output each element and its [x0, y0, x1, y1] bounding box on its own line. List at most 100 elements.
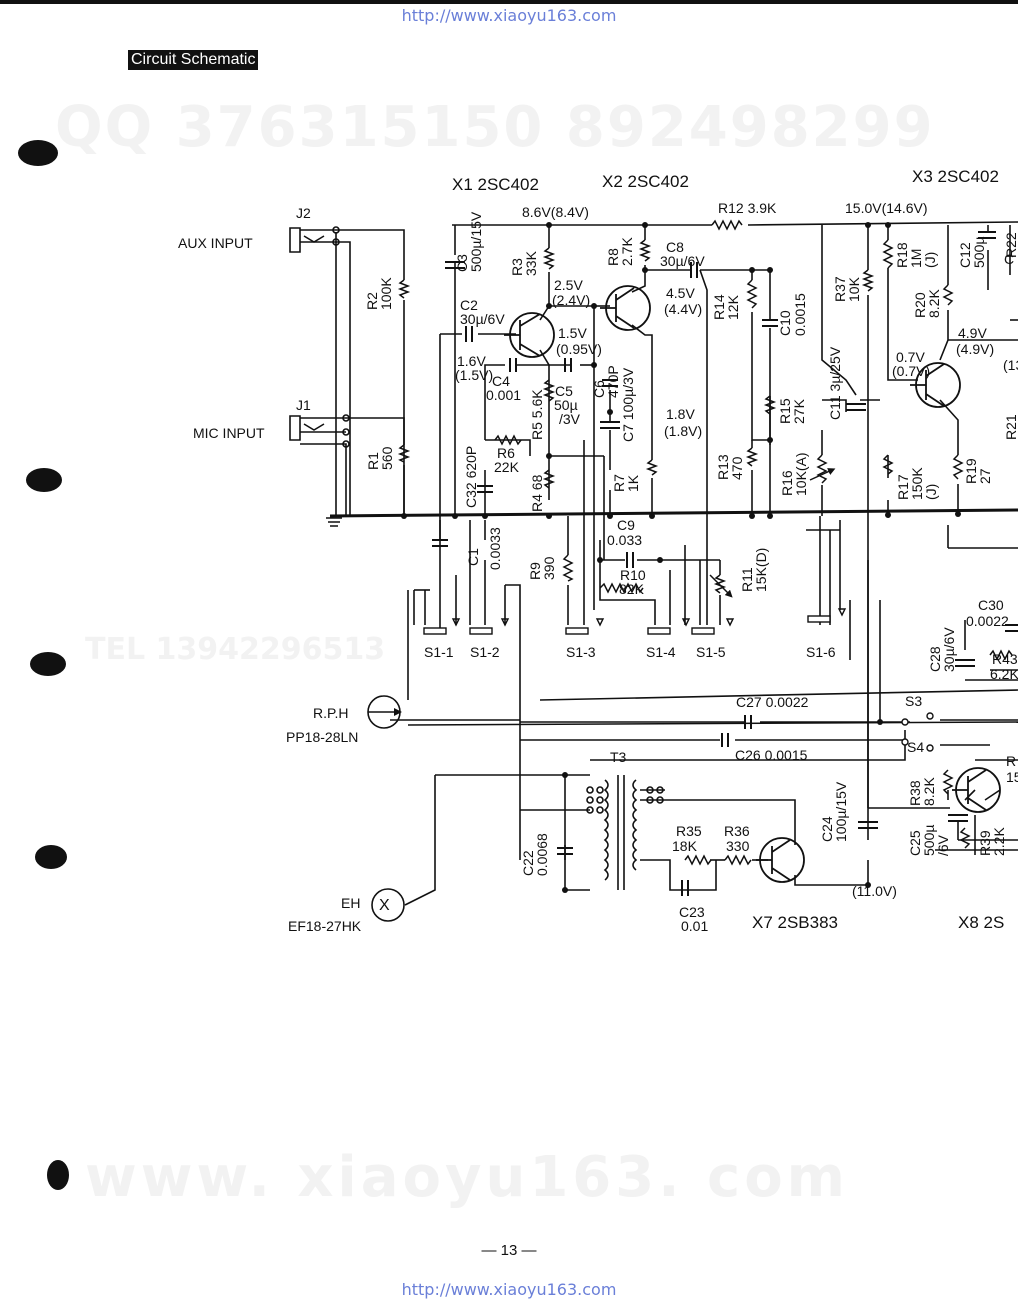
capacitor-c3	[445, 261, 465, 269]
jacks	[289, 226, 350, 527]
j2-label: J2	[296, 205, 311, 221]
v-x2-c2: (4.4V)	[664, 301, 702, 317]
label-r1: R1	[365, 452, 381, 470]
eh-label: EH	[341, 895, 360, 911]
label-r1-value: 560	[379, 446, 395, 470]
label-r13-value: 470	[729, 456, 745, 480]
transformer-t3	[586, 775, 664, 890]
resistor-r11	[713, 574, 727, 594]
label-c2: C2	[460, 297, 478, 313]
label-r10-value: 82K	[619, 581, 645, 597]
rail-voltage-2: 15.0V(14.6V)	[845, 200, 928, 216]
label-c9-value: 0.033	[607, 532, 642, 548]
binder-hole	[30, 652, 66, 676]
v-x1-c: 2.5V	[554, 277, 583, 293]
label-c12: C12	[957, 242, 973, 268]
label-r9: R9	[527, 562, 543, 580]
label-r19-value: 27	[977, 468, 993, 484]
heads	[367, 695, 405, 922]
label-r39-value: 2.2K	[991, 827, 1007, 856]
resistor-r3	[542, 247, 556, 270]
label-r3: R3	[509, 258, 525, 276]
label-r11: R11	[739, 567, 755, 592]
resistor-r35	[684, 854, 712, 866]
label-c28: C28	[927, 646, 943, 672]
label-c8: C8	[666, 239, 684, 255]
label-c11: C11 3µ/25V	[827, 346, 843, 420]
switch-bank	[423, 608, 934, 752]
label-r16-value: 10K(A)	[793, 452, 809, 496]
label-r7-value: 1K	[625, 474, 641, 492]
erase-head-icon	[371, 888, 405, 922]
transistors	[504, 285, 1001, 883]
label-r14: R14	[711, 294, 727, 320]
label-c3: C3	[454, 254, 470, 272]
binder-hole	[35, 845, 67, 869]
resistor-r2	[397, 279, 411, 299]
label-r2: R2	[364, 292, 380, 310]
v-x1-b: 1.6V	[457, 353, 486, 369]
rail-voltage-3: (11.0V)	[852, 883, 897, 899]
label-c6-value: 470P	[605, 365, 621, 398]
watermark-tel: TEL 13942296513	[85, 632, 386, 667]
label-r5: R5 5.6K	[529, 389, 545, 440]
label-c1-value: 0.0033	[487, 527, 503, 570]
capacitor-c4	[509, 358, 517, 372]
edge-label-r: R	[1006, 753, 1016, 769]
label-r36: R36	[724, 823, 750, 839]
rph-label: R.P.H	[313, 705, 349, 721]
label-r3-value: 33K	[523, 250, 539, 276]
label-c32: C32 620P	[463, 446, 479, 508]
j1-label: J1	[296, 397, 311, 413]
resistor-r19	[952, 454, 964, 480]
label-r17-tolerance: (J)	[923, 484, 939, 500]
label-r43-value: 6.2K	[990, 666, 1018, 682]
label-c23-value: 0.01	[681, 918, 708, 934]
label-r12: R12 3.9K	[718, 200, 777, 216]
resistor-r10	[599, 582, 644, 594]
label-c25: C25	[907, 830, 923, 856]
label-r14-value: 12K	[725, 294, 741, 320]
label-c4-value: 0.001	[486, 387, 521, 403]
footer-url: http://www.xiaoyu163.com	[401, 1280, 617, 1299]
switch-s1-2: S1-2	[470, 644, 500, 660]
capacitor-c1	[432, 539, 448, 547]
v-x3-c: 4.9V	[958, 325, 987, 341]
v-x3-b2: (0.7V)	[892, 363, 930, 379]
label-r10: R10	[620, 567, 646, 583]
label-c30-value: 0.0022	[966, 613, 1009, 629]
label-c5-rating: /3V	[559, 411, 581, 427]
label-c7: C7 100µ/3V	[620, 367, 636, 442]
binder-hole	[26, 468, 62, 492]
resistor-r18	[882, 239, 894, 269]
capacitors	[432, 231, 1018, 896]
label-t3: T3	[610, 749, 627, 765]
ground-symbol	[326, 517, 342, 527]
capacitor-c5	[564, 358, 572, 372]
label-c6: C6	[591, 380, 607, 398]
label-c5: C5	[555, 383, 573, 399]
label-r8: R8	[605, 248, 621, 266]
label-r35-value: 18K	[672, 838, 698, 854]
watermark-site: www. xiaoyu163. com	[85, 1145, 850, 1210]
resistor-r5	[542, 379, 556, 402]
label-c5-value: 50µ	[554, 397, 578, 413]
transistor-x7-label: X7 2SB383	[752, 913, 838, 932]
label-r19: R19	[963, 458, 979, 484]
label-c24-value: 100µ/15V	[833, 781, 849, 842]
capacitor-c30	[1005, 624, 1018, 632]
edge-label-v13: (13	[1003, 357, 1018, 373]
capacitor-c26	[721, 733, 729, 747]
capacitor-c25	[948, 814, 968, 822]
edge-label-r22: R22	[1003, 232, 1018, 258]
resistor-r36	[724, 854, 752, 866]
label-c9: C9	[617, 517, 635, 533]
resistor-r6	[494, 434, 522, 446]
label-c8-value: 30µ/6V	[660, 253, 705, 269]
rotated-labels: C3 500µ/15V R3 33K R8 2.7K R2 100K R5 5.…	[364, 211, 1018, 876]
label-c28-value: 30µ/6V	[941, 627, 957, 672]
edge-label-r-value: 15	[1006, 769, 1018, 785]
capacitor-c32	[477, 485, 493, 493]
page-number: — 13 —	[481, 1242, 537, 1259]
